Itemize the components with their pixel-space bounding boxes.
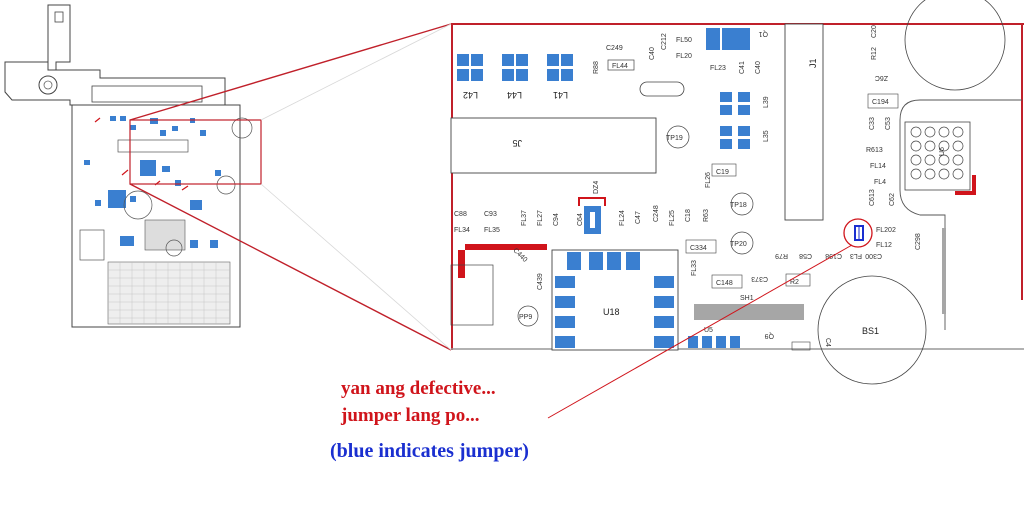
label-FL35: FL35 — [484, 227, 500, 234]
label-R79: R79 — [775, 252, 788, 259]
label-FL14: FL14 — [870, 163, 886, 170]
label-C88: C88 — [454, 211, 467, 218]
label-C93: C93 — [484, 211, 497, 218]
label-FL26: FL26 — [705, 172, 712, 188]
label-C20: C20 — [871, 25, 878, 38]
label-C18: C18 — [685, 209, 692, 222]
zoom-source-box — [129, 119, 262, 185]
label-R12: R12 — [871, 47, 878, 60]
label-L44: L44 — [507, 90, 522, 100]
label-L42: L42 — [463, 90, 478, 100]
label-C19: C19 — [716, 169, 729, 176]
label-FL4: FL4 — [874, 179, 886, 186]
label-J1: J1 — [808, 58, 818, 68]
label-FL12: FL12 — [876, 242, 892, 249]
label-Q9: Q9 — [765, 332, 774, 339]
label-Q1: Q1 — [759, 30, 768, 37]
label-TP18: TP18 — [730, 202, 747, 209]
label-FL50: FL50 — [676, 37, 692, 44]
label-FL44: FL44 — [612, 63, 628, 70]
label-FL20: FL20 — [676, 53, 692, 60]
label-R613: R613 — [866, 147, 883, 154]
label-C212: C212 — [661, 33, 668, 50]
label-U18: U18 — [603, 307, 620, 317]
label-U6: U6 — [939, 147, 946, 156]
label-C439: C439 — [537, 273, 544, 290]
label-C47: C47 — [635, 211, 642, 224]
label-FL23: FL23 — [710, 65, 726, 72]
label-FL3: FL3 — [850, 252, 862, 259]
label-C194: C194 — [872, 99, 889, 106]
label-Z6C: Z6C — [875, 74, 888, 81]
label-L39: L39 — [763, 96, 770, 108]
label-TP20: TP20 — [730, 241, 747, 248]
annotation-pointer — [547, 244, 853, 419]
annotation-jumper: jumper lang po... — [341, 405, 480, 426]
label-TP19: TP19 — [666, 135, 683, 142]
label-L35: L35 — [763, 130, 770, 142]
label-PP9: PP9 — [519, 314, 532, 321]
label-C373: C373 — [751, 275, 768, 282]
label-U5: U5 — [704, 327, 713, 334]
label-C300: C300 — [865, 252, 882, 259]
label-C613: C613 — [869, 189, 876, 206]
label-C41: C41 — [739, 61, 746, 74]
label-BS1: BS1 — [862, 326, 879, 336]
label-FL37: FL37 — [521, 210, 528, 226]
zoomed-detail: L42 L44 L41 R88 FL44 C249 C40 C212 FL50 … — [450, 0, 1024, 385]
label-J5: J5 — [512, 138, 522, 148]
label-FL33: FL33 — [691, 260, 698, 276]
label-FL25: FL25 — [669, 210, 676, 226]
label-DZ4: DZ4 — [593, 181, 600, 194]
label-FL27: FL27 — [537, 210, 544, 226]
annotation-defective: yan ang defective... — [341, 378, 496, 399]
label-C64: C64 — [577, 213, 584, 226]
label-C62: C62 — [889, 193, 896, 206]
label-C94: C94 — [553, 213, 560, 226]
label-C53: C53 — [885, 117, 892, 130]
label-C248: C248 — [653, 205, 660, 222]
label-C249: C249 — [606, 45, 623, 52]
label-C58: C58 — [799, 252, 812, 259]
label-C298: C298 — [915, 233, 922, 250]
label-C148: C148 — [716, 280, 733, 287]
label-SH1: SH1 — [740, 295, 754, 302]
label-C33: C33 — [869, 117, 876, 130]
label-C40b: C40 — [755, 61, 762, 74]
label-R63: R63 — [703, 209, 710, 222]
board-overview — [4, 4, 262, 328]
label-R88: R88 — [593, 61, 600, 74]
label-FL34: FL34 — [454, 227, 470, 234]
label-FL202: FL202 — [876, 227, 896, 234]
label-FL24: FL24 — [619, 210, 626, 226]
label-C4: C4 — [824, 338, 831, 347]
annotation-legend: (blue indicates jumper) — [330, 440, 529, 462]
label-R2: R2 — [790, 279, 799, 286]
label-C334: C334 — [690, 245, 707, 252]
defect-marker-circle — [843, 218, 873, 248]
label-L41: L41 — [553, 90, 568, 100]
label-C40: C40 — [649, 47, 656, 60]
